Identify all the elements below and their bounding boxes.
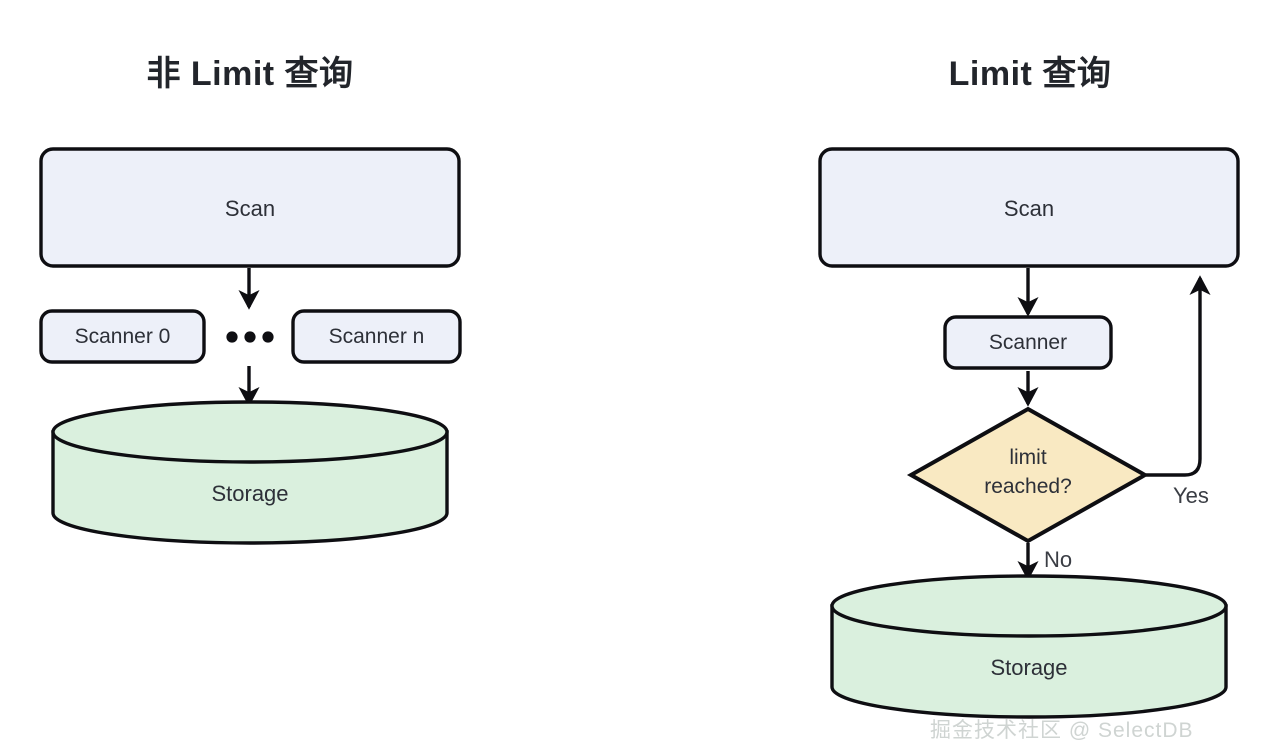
left-panel-title: 非 Limit 查询: [146, 55, 354, 93]
limit-reached-decision-node[interactable]: [906, 406, 1150, 544]
left-scanner-n-node[interactable]: [291, 309, 462, 364]
watermark-text: 掘金技术社区 @ SelectDB: [930, 719, 1194, 742]
left-ellipsis-icon: [226, 331, 274, 343]
right-panel-group: [818, 147, 1240, 719]
right-scanner-node[interactable]: [943, 315, 1113, 370]
left-storage-node[interactable]: [51, 400, 449, 545]
left-scan-node[interactable]: [39, 147, 461, 268]
right-scan-node[interactable]: [818, 147, 1240, 268]
left-scanner-0-node[interactable]: [39, 309, 206, 364]
right-storage-node[interactable]: [830, 574, 1228, 719]
right-panel-title: Limit 查询: [948, 55, 1112, 93]
left-panel-group: [39, 147, 462, 545]
right-edge-yes-loop: [1146, 275, 1211, 477]
